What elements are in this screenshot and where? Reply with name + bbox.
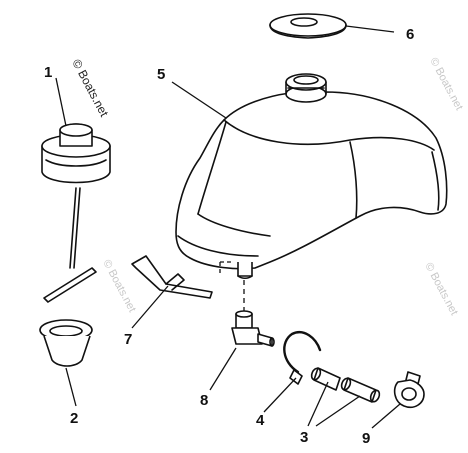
- part-7-bracket: [131, 255, 213, 299]
- callout-4: 4: [256, 412, 265, 429]
- leader-2: [65, 367, 77, 407]
- part-1-filler-cap: [41, 123, 111, 303]
- leader-6: [345, 25, 395, 33]
- part-2-grommet: [39, 319, 93, 367]
- part-3-hose-pieces: [310, 367, 381, 403]
- leader-7: [131, 285, 169, 329]
- leader-3a: [307, 381, 329, 427]
- callout-5: 5: [157, 66, 165, 83]
- watermark-faint-right-bottom: © Boats.net: [422, 261, 460, 318]
- callout-6: 6: [406, 26, 414, 43]
- callout-8: 8: [200, 392, 208, 409]
- watermark-main: © Boats.net: [69, 57, 111, 120]
- callout-1: 1: [44, 64, 52, 81]
- part-9-clip-clamp: [393, 371, 425, 409]
- part-4-hose-clamp: [283, 331, 322, 385]
- leader-5: [171, 81, 227, 119]
- callout-9: 9: [362, 430, 370, 447]
- part-5-fuel-tank: [175, 73, 448, 280]
- leader-8: [209, 347, 237, 391]
- callout-7: 7: [124, 331, 132, 348]
- part-6-gasket: [269, 13, 347, 39]
- watermark-faint-center: © Boats.net: [100, 258, 138, 315]
- leader-3b: [315, 395, 361, 427]
- callout-2: 2: [70, 410, 78, 427]
- callout-3: 3: [300, 429, 308, 446]
- part-8-elbow-fitting: [231, 310, 275, 347]
- watermark-faint-right-top: © Boats.net: [427, 56, 465, 113]
- leader-1: [55, 77, 67, 127]
- leader-9: [371, 403, 401, 429]
- leader-4: [263, 377, 297, 413]
